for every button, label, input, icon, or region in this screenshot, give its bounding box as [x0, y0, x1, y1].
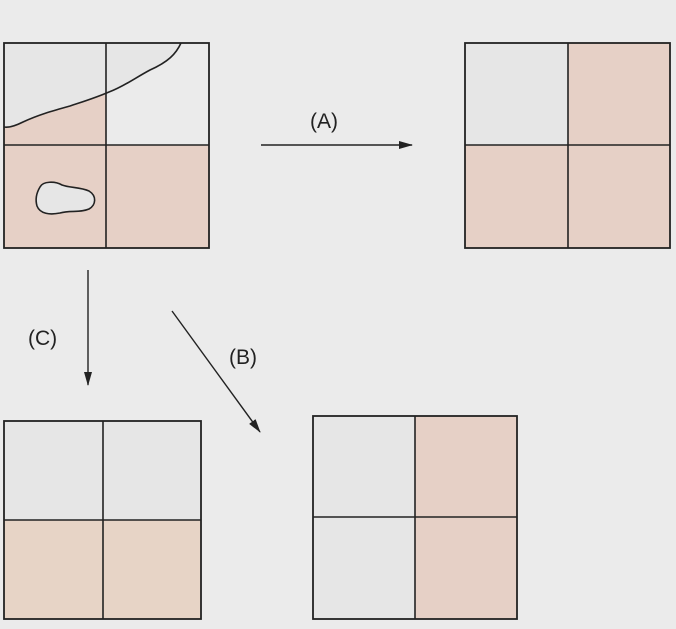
- grid-b-cell-top-left: [313, 416, 415, 517]
- source-cell-bottom-right: [106, 145, 209, 248]
- grid-a-cell-top-left: [465, 43, 568, 145]
- grid-a-cell-bottom-right: [568, 145, 670, 248]
- grid-c-cell-top-right: [103, 421, 201, 520]
- source-grid: [3, 42, 210, 249]
- grid-c-cell-bottom-left: [4, 520, 103, 619]
- grid-c-cell-bottom-right: [103, 520, 201, 619]
- arrow-c-label: (C): [28, 327, 57, 350]
- grid-b-cell-bottom-left: [313, 517, 415, 619]
- grid-b-cell-top-right: [415, 416, 517, 517]
- source-boundary-line: [3, 42, 182, 129]
- grid-b-cell-bottom-right: [415, 517, 517, 619]
- grid-a-cell-top-right: [568, 43, 670, 145]
- arrow-b-label: (B): [229, 346, 257, 369]
- result-grid-b: [312, 415, 518, 620]
- result-grid-a: [464, 42, 671, 249]
- arrow-a-label: (A): [310, 110, 338, 133]
- arrow-b: [171, 310, 261, 433]
- grid-a-cell-bottom-left: [465, 145, 568, 248]
- source-hole-shape: [35, 181, 96, 215]
- source-light-region: [4, 43, 181, 128]
- result-grid-c: [3, 420, 202, 620]
- grid-c-cell-top-left: [4, 421, 103, 520]
